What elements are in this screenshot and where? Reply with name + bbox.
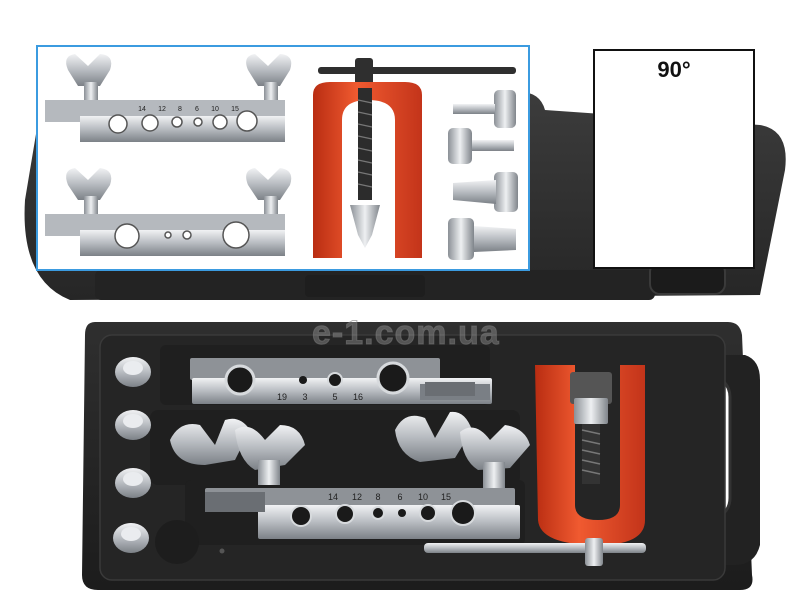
bar-top-size-mark: 5	[332, 392, 337, 402]
inset-yoke-clamp	[313, 58, 516, 258]
bar-top-size-mark: 19	[277, 392, 287, 402]
bar-bottom-size-mark: 10	[418, 492, 428, 502]
inset-bar-size-mark: 8	[178, 106, 182, 113]
bar-top-size-mark: 3	[302, 392, 307, 402]
flaring-bar-bottom	[205, 488, 520, 539]
bar-bottom-size-mark: 14	[328, 492, 338, 502]
flare-angle-label: 90°	[657, 57, 691, 82]
bar-bottom-size-mark: 12	[352, 492, 362, 502]
yoke-clamp-in-case	[424, 365, 646, 566]
flare-angle-detail-panel: 90°	[593, 49, 755, 269]
bar-bottom-size-mark: 6	[397, 492, 402, 502]
bar-bottom-size-mark: 8	[375, 492, 380, 502]
wing-nuts-set	[170, 411, 530, 488]
bar-top-size-mark: 16	[353, 392, 363, 402]
inset-flaring-bar-2	[45, 168, 292, 256]
inset-bar-size-mark: 14	[138, 106, 146, 113]
flaring-bar-top	[190, 358, 492, 404]
inset-bar-size-mark: 15	[231, 106, 239, 113]
inset-flaring-bar-1	[45, 54, 292, 142]
site-watermark: e-1.com.ua	[312, 314, 500, 353]
bar-bottom-size-mark: 15	[441, 492, 451, 502]
inset-bar-size-mark: 10	[211, 106, 219, 113]
inset-tools-panel	[36, 45, 530, 271]
inset-bar-size-mark: 12	[158, 106, 166, 113]
flaring-adapters-column	[113, 357, 151, 553]
inset-adapters	[448, 90, 518, 260]
inset-bar-size-mark: 6	[195, 106, 199, 113]
